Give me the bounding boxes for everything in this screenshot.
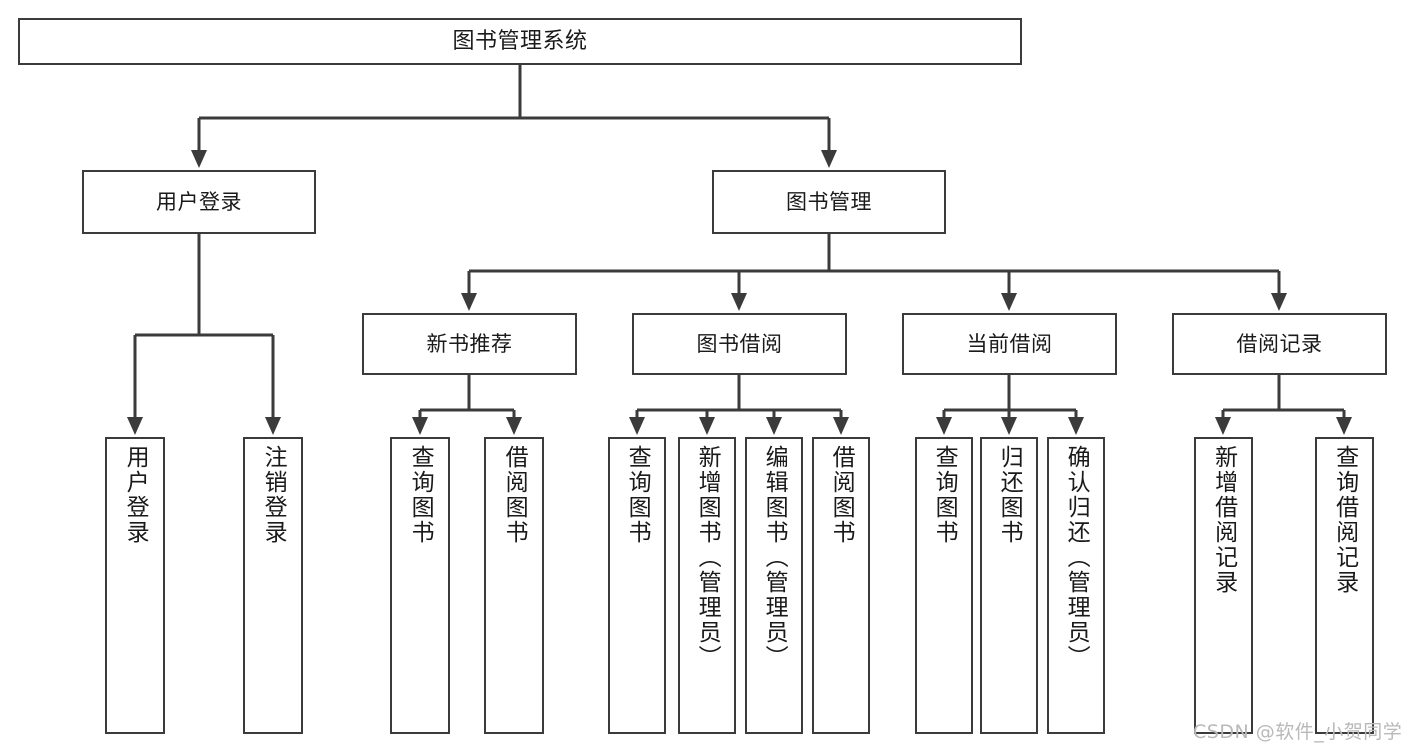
node-leaf-bb-add[interactable]: 新增图书（管理员） bbox=[678, 437, 736, 734]
node-borrow-record[interactable]: 借阅记录 bbox=[1172, 313, 1387, 375]
arrowhead-3 bbox=[265, 417, 281, 435]
arrowhead-18 bbox=[1336, 417, 1352, 435]
node-label: 新增图书（管理员） bbox=[694, 445, 721, 670]
node-label: 查询图书 bbox=[407, 445, 434, 545]
node-leaf-br-query[interactable]: 查询借阅记录 bbox=[1315, 437, 1374, 734]
arrowhead-15 bbox=[1001, 417, 1017, 435]
node-label: 借阅记录 bbox=[1236, 331, 1323, 356]
arrowhead-0 bbox=[191, 150, 207, 168]
node-leaf-br-add[interactable]: 新增借阅记录 bbox=[1194, 437, 1253, 734]
node-new-book-rec[interactable]: 新书推荐 bbox=[362, 313, 577, 375]
arrowhead-9 bbox=[506, 417, 522, 435]
arrowhead-6 bbox=[1001, 293, 1017, 311]
node-label: 图书借阅 bbox=[696, 331, 783, 356]
node-leaf-user-login[interactable]: 用户登录 bbox=[105, 437, 165, 734]
node-label: 借阅图书 bbox=[501, 445, 528, 545]
node-label: 查询借阅记录 bbox=[1331, 445, 1358, 595]
node-label: 归还图书 bbox=[996, 445, 1023, 545]
node-label: 借阅图书 bbox=[828, 445, 855, 545]
node-user-login[interactable]: 用户登录 bbox=[82, 170, 316, 234]
node-label: 图书管理 bbox=[786, 189, 872, 214]
node-label: 确认归还（管理员） bbox=[1063, 445, 1090, 670]
node-leaf-rec-query[interactable]: 查询图书 bbox=[390, 437, 450, 734]
node-leaf-bb-borrow[interactable]: 借阅图书 bbox=[812, 437, 870, 734]
arrowhead-2 bbox=[127, 417, 143, 435]
node-label: 新书推荐 bbox=[426, 331, 513, 356]
node-book-manage[interactable]: 图书管理 bbox=[712, 170, 946, 234]
arrowhead-16 bbox=[1068, 417, 1084, 435]
node-label: 当前借阅 bbox=[966, 331, 1053, 356]
node-leaf-bb-query[interactable]: 查询图书 bbox=[608, 437, 666, 734]
node-label: 用户登录 bbox=[156, 189, 242, 214]
arrowhead-13 bbox=[833, 417, 849, 435]
node-current-borrow[interactable]: 当前借阅 bbox=[902, 313, 1117, 375]
node-book-borrow[interactable]: 图书借阅 bbox=[632, 313, 847, 375]
arrowhead-7 bbox=[1271, 293, 1287, 311]
arrowhead-5 bbox=[731, 293, 747, 311]
csdn-watermark: CSDN @软件_小贺同学 bbox=[1193, 721, 1403, 743]
arrowhead-17 bbox=[1215, 417, 1231, 435]
node-leaf-bb-edit[interactable]: 编辑图书（管理员） bbox=[745, 437, 803, 734]
node-leaf-cb-query[interactable]: 查询图书 bbox=[915, 437, 973, 734]
node-root[interactable]: 图书管理系统 bbox=[18, 18, 1022, 65]
node-leaf-cb-return[interactable]: 归还图书 bbox=[980, 437, 1038, 734]
node-label: 编辑图书（管理员） bbox=[761, 445, 788, 670]
node-leaf-cb-confirm[interactable]: 确认归还（管理员） bbox=[1047, 437, 1105, 734]
arrowhead-12 bbox=[766, 417, 782, 435]
node-leaf-logout[interactable]: 注销登录 bbox=[243, 437, 303, 734]
node-label: 注销登录 bbox=[260, 445, 287, 545]
node-label: 查询图书 bbox=[624, 445, 651, 545]
arrowhead-1 bbox=[821, 150, 837, 168]
arrowhead-8 bbox=[412, 417, 428, 435]
arrowhead-4 bbox=[461, 293, 477, 311]
node-label: 查询图书 bbox=[931, 445, 958, 545]
node-leaf-rec-borrow[interactable]: 借阅图书 bbox=[484, 437, 544, 734]
node-label: 图书管理系统 bbox=[452, 28, 588, 54]
arrowhead-11 bbox=[699, 417, 715, 435]
node-label: 新增借阅记录 bbox=[1210, 445, 1237, 595]
arrowhead-14 bbox=[936, 417, 952, 435]
arrowhead-10 bbox=[629, 417, 645, 435]
node-label: 用户登录 bbox=[122, 445, 149, 545]
